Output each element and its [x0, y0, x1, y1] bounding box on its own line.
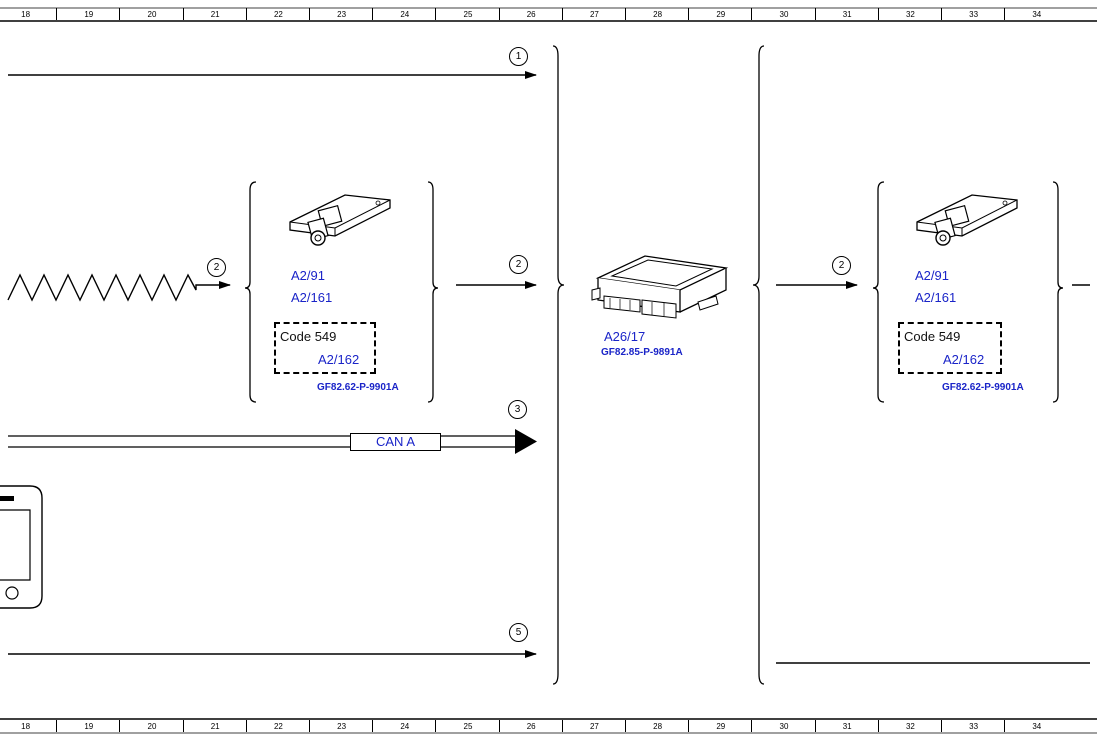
ruler-column-24: 24 [372, 720, 436, 732]
ruler-column-28: 28 [625, 720, 689, 732]
ruler-column-27: 27 [561, 8, 626, 20]
ruler-column-30: 30 [751, 720, 815, 732]
right-label-a2-162: A2/162 [943, 352, 985, 367]
left-label-a2-162: A2/162 [318, 352, 360, 367]
right-group-brace-open [872, 181, 885, 403]
left-code-label: Code 549 [280, 329, 337, 344]
right-group-brace-close [1052, 181, 1064, 403]
sensor-board-left [289, 194, 391, 246]
control-module-center [591, 255, 729, 319]
ruler-column-34: 34 [1004, 8, 1068, 20]
ruler-column-29: 29 [688, 8, 752, 20]
sensor-board-right [916, 194, 1018, 246]
ruler-column-31: 31 [814, 720, 879, 732]
ruler-column-34: 34 [1004, 720, 1068, 732]
can-a-label: CAN A [350, 433, 441, 451]
right-label-a2-161: A2/161 [915, 290, 957, 305]
zigzag-wire [7, 273, 231, 302]
ruler-column-21: 21 [182, 8, 247, 20]
partial-device-left [0, 485, 43, 609]
ruler-column-31: 31 [814, 8, 879, 20]
ruler-column-29: 29 [688, 720, 752, 732]
ruler-column-22: 22 [245, 720, 310, 732]
center-doc-ref[interactable]: GF82.85-P-9891A [601, 347, 683, 358]
ruler-column-24: 24 [372, 8, 436, 20]
center-label-a26-17: A26/17 [604, 329, 646, 344]
ruler-column-28: 28 [625, 8, 689, 20]
ruler-column-20: 20 [119, 8, 183, 20]
can-arrowhead [515, 429, 537, 454]
ruler-column-25: 25 [435, 8, 499, 20]
ruler-column-23: 23 [309, 720, 373, 732]
callout-5: 5 [509, 623, 528, 642]
callout-1: 1 [509, 47, 528, 66]
ruler-column-33: 33 [941, 8, 1005, 20]
ruler-column-32: 32 [877, 8, 942, 20]
left-label-a2-91: A2/91 [291, 268, 325, 283]
ruler-column-18: 18 [0, 8, 57, 20]
ruler-column-20: 20 [119, 720, 183, 732]
left-code-box [274, 322, 376, 374]
ruler-column-26: 26 [498, 8, 563, 20]
ruler-column-25: 25 [435, 720, 499, 732]
callout-2-right: 2 [832, 256, 851, 275]
right-label-a2-91: A2/91 [915, 268, 949, 283]
ruler-column-18: 18 [0, 720, 57, 732]
left-group-brace-close [427, 181, 439, 403]
ruler-column-32: 32 [877, 720, 942, 732]
callout-2-output: 2 [509, 255, 528, 274]
ruler-column-33: 33 [941, 720, 1005, 732]
ruler-column-22: 22 [245, 8, 310, 20]
ruler-column-26: 26 [498, 720, 563, 732]
ruler-column-27: 27 [561, 720, 626, 732]
callout-2-input: 2 [207, 258, 226, 277]
center-brace-left [552, 45, 565, 685]
left-doc-ref[interactable]: GF82.62-P-9901A [317, 382, 399, 393]
callout-3: 3 [508, 400, 527, 419]
ruler-column-21: 21 [182, 720, 247, 732]
ruler-column-30: 30 [751, 8, 815, 20]
ruler-column-23: 23 [309, 8, 373, 20]
left-label-a2-161: A2/161 [291, 290, 333, 305]
right-code-label: Code 549 [904, 329, 961, 344]
ruler-column-19: 19 [56, 720, 120, 732]
left-group-brace-open [244, 181, 257, 403]
right-code-box [898, 322, 1002, 374]
center-brace-right [752, 45, 765, 685]
ruler-column-19: 19 [56, 8, 120, 20]
right-doc-ref[interactable]: GF82.62-P-9901A [942, 382, 1024, 393]
